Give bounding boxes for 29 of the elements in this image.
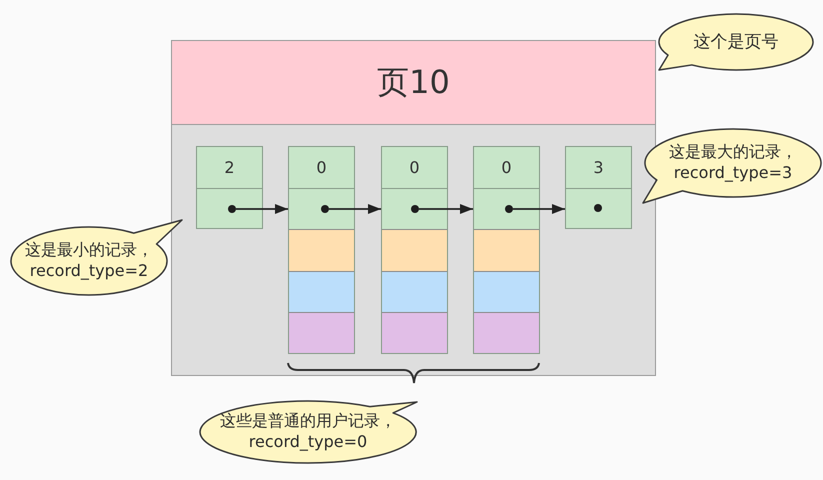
arrow bbox=[329, 204, 381, 214]
record-type-cell: 0 bbox=[382, 147, 447, 189]
speech-bubble bbox=[642, 128, 822, 204]
callout-text: 这个是页号 bbox=[692, 30, 780, 54]
callout-text: 这是最大的记录，record_type=3 bbox=[668, 142, 798, 184]
arrow bbox=[419, 204, 473, 214]
arrow bbox=[513, 204, 565, 214]
pointer-dot bbox=[321, 205, 329, 213]
record-box bbox=[196, 146, 263, 229]
pointer-dot bbox=[411, 205, 419, 213]
callout-text: 这些是普通的用户记录，record_type=0 bbox=[219, 411, 397, 453]
page-header: 页10 bbox=[172, 41, 655, 125]
record-type-cell: 0 bbox=[289, 147, 354, 189]
record-type-cell: 3 bbox=[566, 147, 631, 189]
record-type-cell: 2 bbox=[197, 147, 262, 189]
record-box bbox=[565, 146, 632, 229]
pointer-dot bbox=[505, 205, 513, 213]
speech-bubble bbox=[658, 13, 814, 71]
speech-bubble bbox=[199, 400, 418, 464]
page-box bbox=[171, 40, 656, 376]
record-box bbox=[381, 146, 448, 354]
record-type-cell: 0 bbox=[474, 147, 539, 189]
pointer-dot bbox=[594, 204, 602, 212]
speech-bubble bbox=[10, 219, 183, 296]
record-box bbox=[473, 146, 540, 354]
callout-text: 这是最小的记录，record_type=2 bbox=[24, 240, 154, 282]
pointer-dot bbox=[228, 205, 236, 213]
record-box bbox=[288, 146, 355, 354]
arrow bbox=[236, 204, 288, 214]
